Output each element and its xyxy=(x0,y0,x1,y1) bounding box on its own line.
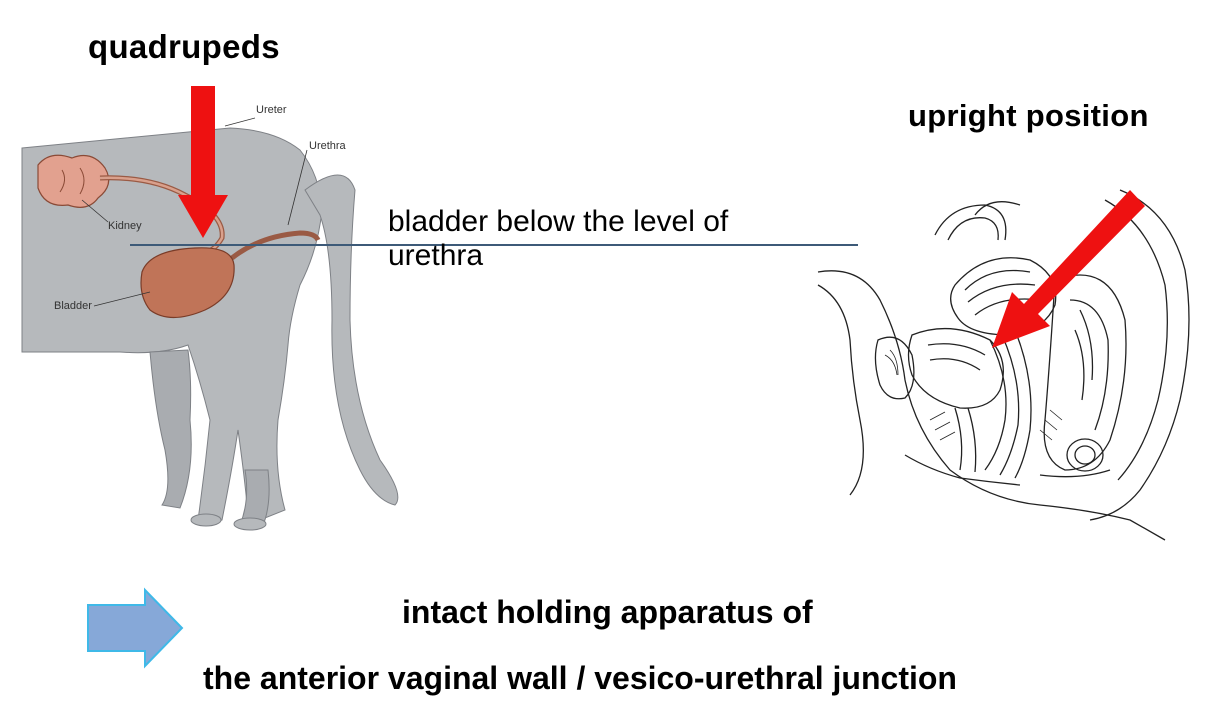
footer-line1: intact holding apparatus of xyxy=(402,594,813,631)
footer-line2: the anterior vaginal wall / vesico-ureth… xyxy=(203,660,957,697)
